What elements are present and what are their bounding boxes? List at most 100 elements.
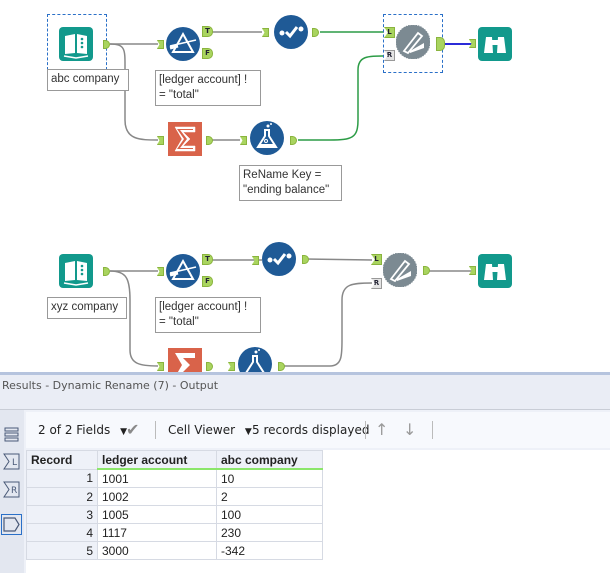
viewer-selector[interactable]: Cell Viewer ▼ bbox=[168, 412, 252, 448]
flask-icon bbox=[238, 347, 272, 372]
filter-tool[interactable] bbox=[166, 27, 200, 61]
results-side-rail: L R bbox=[0, 410, 24, 573]
ledger-account-cell[interactable]: 1117 bbox=[97, 523, 217, 542]
filter-tool[interactable] bbox=[166, 254, 200, 288]
column-header-ledger-account[interactable]: ledger account bbox=[97, 450, 217, 470]
results-title: Results - Dynamic Rename (7) - Output bbox=[2, 379, 219, 392]
dropdown-arrow-icon: ▼ bbox=[244, 427, 252, 437]
workflow-connections bbox=[109, 31, 472, 367]
wire-select2-to-join2-left bbox=[304, 258, 373, 261]
output-anchor[interactable] bbox=[423, 266, 430, 275]
summarize-tool[interactable] bbox=[168, 122, 202, 156]
column-header-abc-company[interactable]: abc company bbox=[216, 450, 323, 470]
results-toolbar: 2 of 2 Fields ▼ ✔ Cell Viewer ▼ 5 record… bbox=[26, 412, 610, 448]
output-anchor[interactable] bbox=[206, 362, 213, 371]
binoculars-icon bbox=[478, 254, 512, 288]
select-tool[interactable] bbox=[274, 15, 308, 49]
browse-tool[interactable] bbox=[478, 27, 512, 61]
ledger-account-cell[interactable]: 1002 bbox=[97, 487, 217, 506]
tool-annotation: [ledger account] ! = "total" bbox=[155, 297, 261, 333]
table-header-row: Record ledger account abc company bbox=[26, 450, 323, 470]
workflow-canvas[interactable]: abc company T F [ledger account] ! = "to… bbox=[0, 0, 610, 372]
column-header-record[interactable]: Record bbox=[26, 450, 98, 470]
book-folder-icon bbox=[59, 254, 93, 288]
false-output-anchor[interactable]: F bbox=[202, 48, 213, 59]
output-anchor[interactable] bbox=[290, 136, 297, 145]
results-pane: Results - Dynamic Rename (7) - Output L … bbox=[0, 372, 610, 573]
pencil-gear-icon bbox=[396, 25, 430, 59]
abc-company-cell[interactable]: 2 bbox=[216, 487, 323, 506]
arrow-up-icon[interactable]: ↑ bbox=[375, 420, 389, 439]
record-number-cell[interactable]: 5 bbox=[26, 541, 98, 560]
input-data-tool-xyz[interactable] bbox=[59, 254, 93, 288]
check-toggle-icon bbox=[262, 242, 296, 276]
summarize-tool[interactable] bbox=[168, 348, 202, 372]
abc-company-cell[interactable]: 100 bbox=[216, 505, 323, 524]
right-input-icon[interactable]: R bbox=[2, 480, 21, 499]
abc-company-cell[interactable]: -342 bbox=[216, 541, 323, 560]
output-anchor[interactable] bbox=[103, 267, 110, 276]
output-anchor[interactable] bbox=[436, 37, 445, 51]
false-output-anchor[interactable]: F bbox=[202, 276, 213, 287]
tool-annotation: ReName Key = "ending balance" bbox=[239, 165, 342, 201]
true-output-anchor[interactable]: T bbox=[202, 26, 213, 37]
sigma-icon bbox=[168, 348, 202, 372]
binoculars-icon bbox=[478, 27, 512, 61]
apply-check-icon[interactable]: ✔ bbox=[126, 420, 140, 439]
fields-selector[interactable]: 2 of 2 Fields ▼ bbox=[38, 412, 127, 448]
toolbar-divider bbox=[365, 421, 366, 439]
select-tool[interactable] bbox=[262, 242, 296, 276]
output-anchor[interactable] bbox=[206, 136, 213, 145]
ledger-account-cell[interactable]: 1001 bbox=[97, 468, 217, 488]
dynamic-rename-tool[interactable] bbox=[396, 25, 430, 59]
ledger-account-cell[interactable]: 1005 bbox=[97, 505, 217, 524]
ledger-account-cell[interactable]: 3000 bbox=[97, 541, 217, 560]
flask-icon bbox=[250, 121, 284, 155]
abc-company-cell[interactable]: 230 bbox=[216, 523, 323, 542]
formula-tool[interactable] bbox=[250, 121, 284, 155]
arrow-down-icon[interactable]: ↓ bbox=[403, 420, 417, 439]
pencil-gear-icon bbox=[383, 253, 417, 287]
output-anchor[interactable] bbox=[312, 28, 319, 37]
output-anchor[interactable] bbox=[278, 362, 285, 371]
toolbar-divider bbox=[432, 421, 433, 439]
check-toggle-icon bbox=[274, 15, 308, 49]
input-data-tool-abc[interactable] bbox=[59, 27, 93, 61]
true-output-anchor[interactable]: T bbox=[202, 254, 213, 265]
filter-prism-icon bbox=[166, 254, 200, 288]
record-number-cell[interactable]: 2 bbox=[26, 487, 98, 506]
output-anchor[interactable] bbox=[302, 255, 309, 264]
wire-formula2-to-join2-right bbox=[280, 282, 373, 367]
tool-annotation: abc company bbox=[47, 69, 129, 91]
filter-prism-icon bbox=[166, 27, 200, 61]
book-folder-icon bbox=[59, 27, 93, 61]
wire-input-to-summarize bbox=[109, 43, 159, 141]
dynamic-rename-tool[interactable] bbox=[383, 253, 417, 287]
tool-annotation: [ledger account] ! = "total" bbox=[155, 70, 261, 106]
output-icon[interactable] bbox=[1, 514, 22, 535]
svg-text:L: L bbox=[12, 458, 17, 468]
formula-tool[interactable] bbox=[238, 347, 272, 372]
browse-tool[interactable] bbox=[478, 254, 512, 288]
tool-annotation: xyz company bbox=[47, 297, 127, 319]
record-number-cell[interactable]: 3 bbox=[26, 505, 98, 524]
sigma-icon bbox=[168, 122, 202, 156]
wire-formula-to-join-right bbox=[298, 55, 385, 141]
output-anchor[interactable] bbox=[103, 40, 110, 49]
dropdown-arrow-icon: ▼ bbox=[120, 427, 127, 437]
svg-text:R: R bbox=[11, 486, 17, 496]
abc-company-cell[interactable]: 10 bbox=[216, 468, 323, 488]
data-view-icon[interactable] bbox=[2, 426, 21, 445]
left-input-icon[interactable]: L bbox=[2, 452, 21, 471]
wire-input2-to-summarize2 bbox=[109, 270, 159, 367]
results-body: L R 2 of 2 Fields ▼ ✔ Cell Viewer ▼ 5 re… bbox=[0, 409, 610, 573]
record-number-cell[interactable]: 1 bbox=[26, 468, 98, 488]
record-number-cell[interactable]: 4 bbox=[26, 523, 98, 542]
